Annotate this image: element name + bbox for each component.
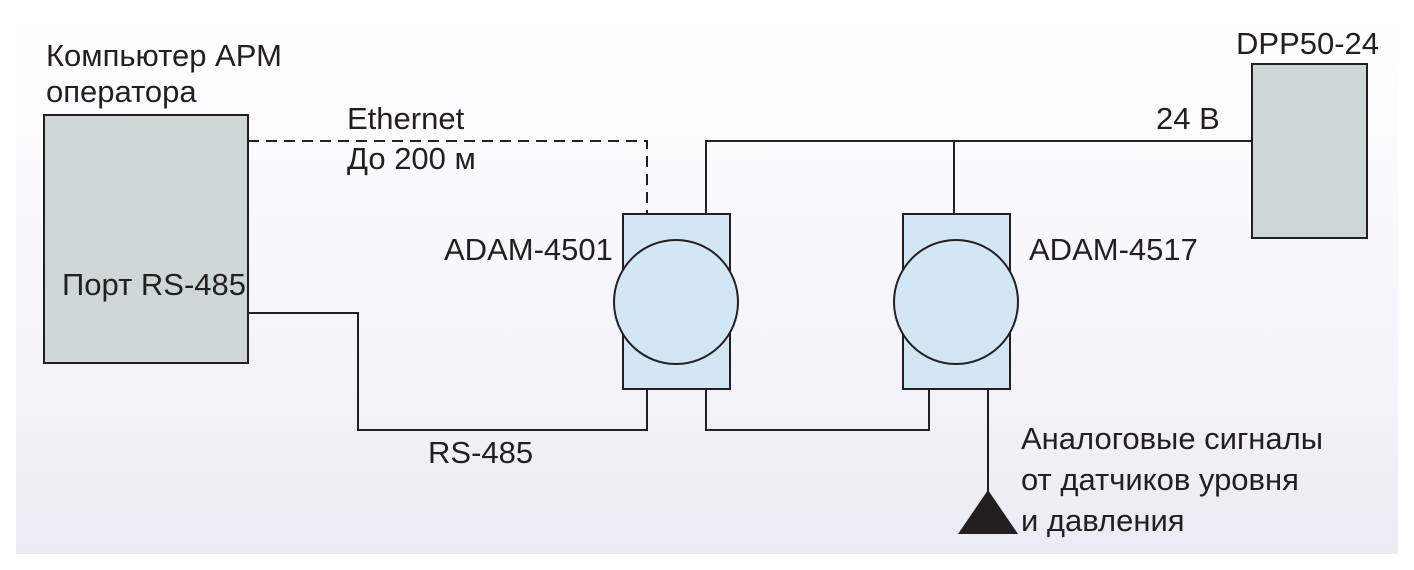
sensor-label-line2: от датчиков уровня xyxy=(1021,462,1299,497)
computer-title-line2: оператора xyxy=(46,74,197,109)
computer-port-label: Порт RS-485 xyxy=(62,267,246,302)
adam-4517-label: ADAM-4517 xyxy=(1029,232,1198,267)
adam-4501-label: ADAM-4501 xyxy=(444,232,613,267)
computer-title-line1: Компьютер АРМ xyxy=(46,38,282,73)
ethernet-link xyxy=(248,140,648,214)
rs485-link xyxy=(248,312,648,431)
adam-4501-circle xyxy=(613,239,739,365)
sensor-label-line1: Аналоговые сигналы xyxy=(1021,421,1323,456)
power-supply-box xyxy=(1251,63,1368,239)
sensor-triangle-icon xyxy=(958,490,1018,534)
operator-computer-box xyxy=(43,114,249,364)
sensor-label-line3: и давления xyxy=(1021,503,1185,538)
voltage-label: 24 В xyxy=(1156,101,1220,136)
power-bus xyxy=(705,140,1252,214)
power-supply-label: DPP50-24 xyxy=(1236,26,1379,61)
rs485-label: RS-485 xyxy=(428,435,533,470)
module-interconnect xyxy=(705,389,930,431)
adam-4517-circle xyxy=(893,239,1019,365)
ethernet-distance-label: До 200 м xyxy=(347,141,476,176)
ethernet-label: Ethernet xyxy=(347,101,465,136)
